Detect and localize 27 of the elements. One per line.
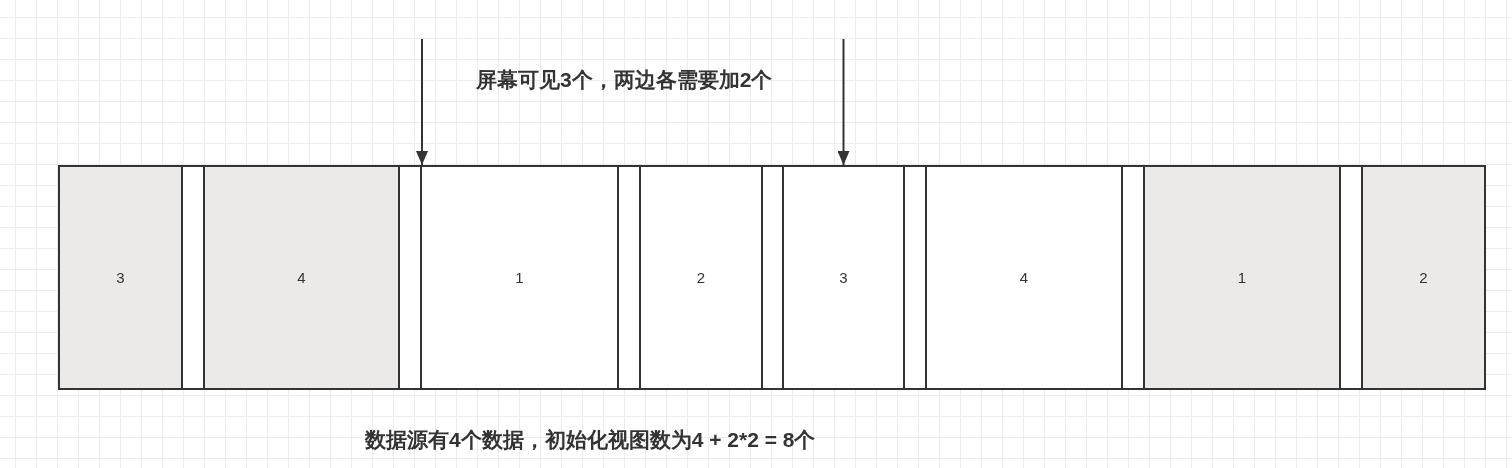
item-number: 2 xyxy=(696,268,706,287)
gap-spacer-box xyxy=(617,165,641,390)
gap-spacer-box xyxy=(1121,165,1145,390)
gap-spacer-box xyxy=(761,165,784,390)
gap-spacer-box xyxy=(181,165,205,390)
arrow xyxy=(416,38,428,166)
item-box xyxy=(1361,165,1486,390)
item-number: 3 xyxy=(116,268,125,287)
item-box xyxy=(639,165,763,390)
item-number: 4 xyxy=(1019,268,1029,287)
gap-spacer-box xyxy=(903,165,927,390)
annotation-text: 屏幕可见3个，两边各需要加2个 xyxy=(476,67,773,93)
gap-spacer-box xyxy=(1339,165,1363,390)
item-box xyxy=(1143,165,1341,390)
item-box xyxy=(420,165,619,390)
annotation-text: 数据源有4个数据，初始化视图数为4 + 2*2 = 8个 xyxy=(365,427,816,453)
item-box xyxy=(58,165,183,390)
item-number: 3 xyxy=(839,268,848,287)
item-number: 2 xyxy=(1419,268,1428,287)
gap-spacer-box xyxy=(398,165,422,390)
item-number: 1 xyxy=(1237,268,1247,287)
item-number: 1 xyxy=(515,268,524,287)
item-number: 4 xyxy=(297,268,306,287)
arrow xyxy=(837,38,850,166)
item-box xyxy=(203,165,400,390)
item-box xyxy=(782,165,905,390)
item-box xyxy=(925,165,1123,390)
